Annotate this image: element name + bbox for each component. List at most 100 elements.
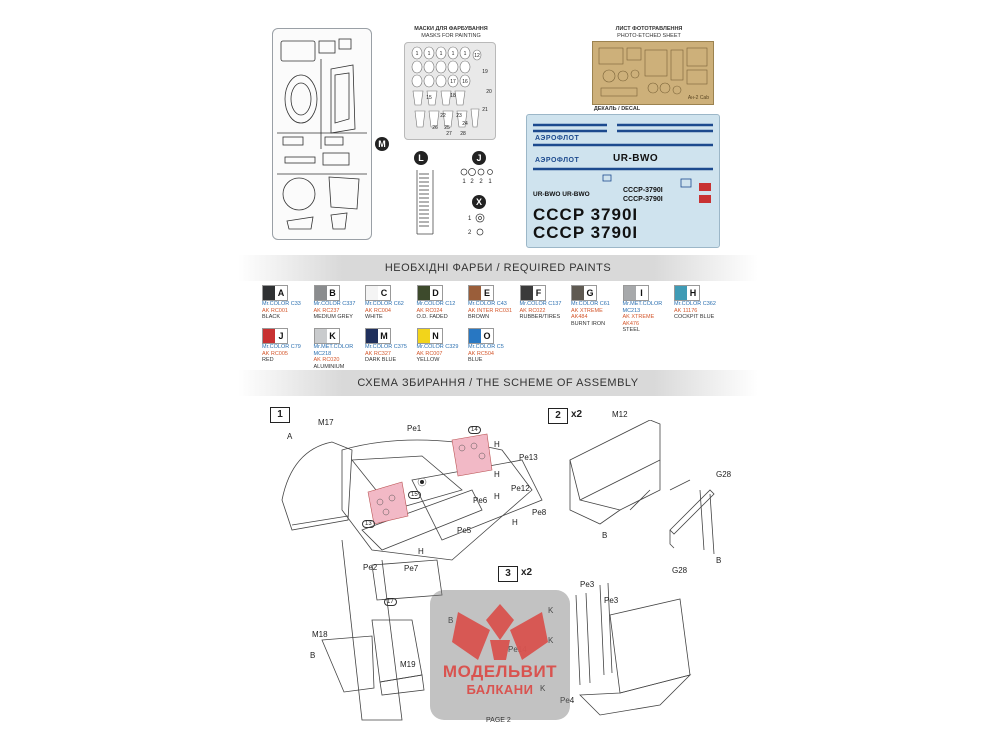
step1-label-H4: H: [512, 518, 518, 527]
decal-stripes: [533, 123, 713, 203]
decal-aeroflot-1: АЭРОФЛОТ: [535, 135, 580, 142]
svg-text:2: 2: [468, 230, 472, 236]
mask-number: 26: [432, 125, 438, 131]
paint-line1: Mr.COLOR C329: [416, 344, 459, 350]
mask-sheet: 1 1 1 1 1 12 16 17 18 19 20 21 15 22 23 …: [404, 42, 496, 140]
step-3-drawing: [575, 582, 692, 716]
mask-sheet-shapes: 1 1 1 1 1 12 16 17 18 19 20 21 15 22 23 …: [411, 46, 492, 137]
paint-line3: BURNT IRON: [571, 320, 606, 327]
mask-number: 23: [456, 113, 462, 119]
step1-label-c14: 14: [468, 426, 481, 434]
step1-label-H3: H: [494, 492, 500, 501]
masks-title-ua: МАСКИ ДЛЯ ФАРБУВАННЯ: [414, 26, 488, 32]
paint-line1: Mr.MET.COLOR MC218: [313, 344, 354, 357]
step3-label-Pe3a: Pe3: [580, 580, 595, 589]
paint-line1: Mr.MET.COLOR MC213: [622, 301, 663, 314]
paint-line3: ALUMINIUM: [313, 363, 345, 370]
paint-line1: Mr.COLOR C362: [674, 301, 716, 307]
paint-line1: Mr.COLOR C43: [468, 301, 507, 307]
paint-color-chip: E: [468, 285, 494, 301]
paint-letter: F: [532, 286, 545, 300]
paint-line2: AK RC007: [416, 350, 443, 357]
paint-line3: RUBBER/TIRES: [519, 314, 561, 321]
watermark-line-1: МОДЕЛЬВИТ: [442, 662, 558, 681]
mask-number: 1: [452, 51, 455, 57]
step1-label-H1: H: [494, 440, 500, 449]
sprue-x-drawing: 12: [468, 213, 485, 236]
paint-line2: AK RC024: [416, 307, 443, 314]
mask-number: 15: [426, 95, 432, 101]
mask-number: 1: [464, 51, 467, 57]
paint-line2: AK XTREME AK484: [571, 307, 603, 321]
watermark-logo: МОДЕЛЬВИТ БАЛКАНИ: [430, 590, 570, 720]
step-1-box: 1: [270, 407, 290, 423]
mask-number: 18: [450, 93, 456, 99]
paint-line2: AK 11176: [674, 307, 698, 314]
step1-label-M18: M18: [312, 630, 328, 639]
masks-title-en: MASKS FOR PAINTING: [421, 33, 481, 39]
assembly-header: СХЕМА ЗБИРАННЯ / THE SCHEME OF ASSEMBLY: [238, 370, 758, 396]
paint-letter: B: [326, 286, 339, 300]
paint-color-chip: G: [571, 285, 597, 301]
paint-line3: BLACK: [262, 314, 281, 321]
mask-number: 20: [486, 89, 492, 95]
sprue-l-letter: L: [414, 151, 428, 165]
step1-label-Pe13: Pe13: [519, 453, 538, 462]
step3-label-Pe3b: Pe3: [604, 596, 619, 605]
paint-line2: AK RC504: [468, 350, 494, 357]
step1-label-c13: 13: [362, 520, 375, 528]
step-2-drawing: [569, 420, 715, 555]
paint-line3: WHITE: [365, 314, 383, 321]
paint-line1: Mr.COLOR C61: [571, 301, 610, 307]
paint-line2: AK RC001: [262, 307, 288, 314]
paints-header: НЕОБХІДНІ ФАРБИ / REQUIRED PAINTS: [238, 255, 758, 281]
step3-label-K1: K: [548, 606, 554, 615]
paint-line3: MEDIUM GREY: [313, 314, 353, 321]
decal-cccp-small-2: CCCP-3790I: [623, 196, 663, 203]
paint-letter: E: [481, 286, 493, 300]
mask-number: 25: [444, 125, 450, 131]
paint-color-chip: I: [622, 285, 649, 301]
paint-line1: Mr.COLOR C33: [262, 301, 301, 307]
paint-line2: AK RC237: [313, 307, 340, 314]
mask-number: 12: [474, 53, 480, 59]
mask-number: 16: [462, 79, 468, 85]
watermark-line-2: БАЛКАНИ: [466, 682, 534, 697]
paint-color-chip: A: [262, 285, 288, 301]
step3-label-Pe14: Pe14: [508, 645, 527, 654]
paint-letter: M: [378, 329, 390, 343]
step1-label-B: B: [310, 651, 316, 660]
step-1-drawing: [281, 433, 543, 721]
pe-sheet-parts: [598, 47, 708, 97]
mask-number: 1: [416, 51, 419, 57]
step1-label-Pe2: Pe2: [363, 563, 378, 572]
paint-line1: Mr.COLOR C5: [468, 344, 504, 350]
mask-number: 24: [462, 121, 468, 127]
mask-number: 22: [440, 113, 446, 119]
paint-line1: Mr.COLOR C62: [365, 301, 404, 307]
page-number: PAGE 2: [486, 717, 511, 724]
sprue-m-letter: M: [375, 137, 389, 151]
paint-color-chip: D: [416, 285, 443, 301]
paint-letter: O: [481, 329, 493, 343]
step2-label-M12: M12: [612, 410, 628, 419]
paint-letter: H: [687, 286, 699, 300]
paint-line2: AK INTER RC031: [468, 307, 513, 314]
step2-label-B1: B: [602, 531, 608, 540]
paint-line1: Mr.COLOR C137: [519, 301, 562, 307]
pe-title-en: PHOTO-ETCHED SHEET: [617, 33, 681, 39]
paint-line2: AK RC327: [365, 350, 391, 357]
decal-sheet: АЭРОФЛОТ АЭРОФЛОТ UR-BWO UR-BWO UR-BWO C…: [526, 114, 720, 248]
svg-text:1: 1: [462, 179, 466, 185]
paint-line3: O.D. FADED: [416, 314, 448, 321]
step2-label-B2: B: [716, 556, 722, 565]
decal-cccp-small-1: CCCP-3790I: [623, 187, 663, 194]
